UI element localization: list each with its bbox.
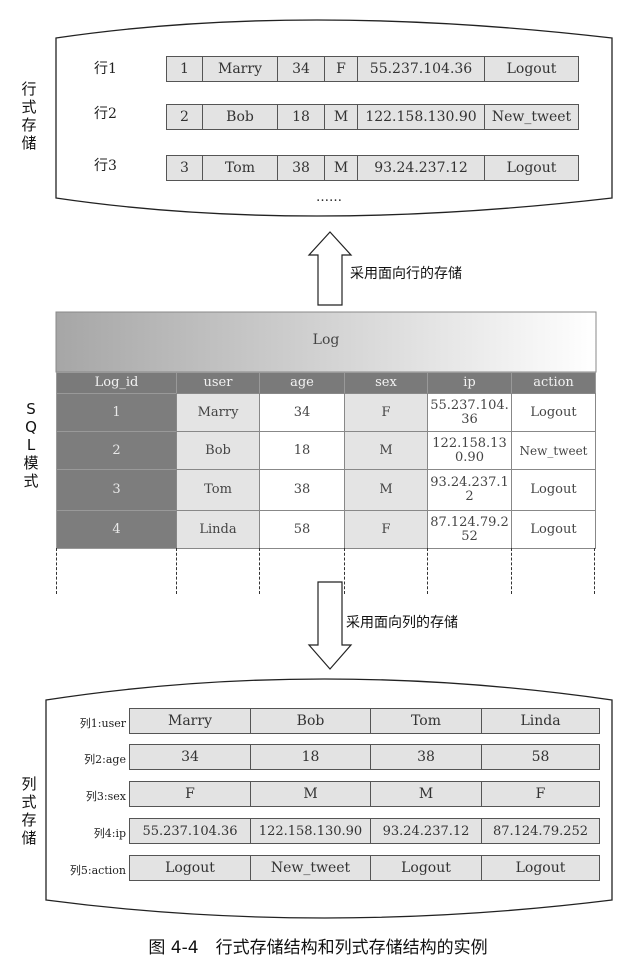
column-label: 列1:user: [79, 717, 126, 730]
arrow-down: [307, 581, 353, 670]
column-cell: Tom: [370, 708, 482, 734]
column-continuation: [56, 548, 57, 594]
table-cell-id: 4: [56, 510, 177, 549]
row-cell: Marry: [202, 56, 278, 82]
row-label: 行1: [94, 61, 117, 77]
table-header: user: [176, 372, 260, 394]
table-cell: F: [344, 393, 428, 432]
column-oriented-label: 采用面向列的存储: [346, 615, 458, 631]
table-header: Log_id: [56, 372, 177, 394]
table-cell-id: 1: [56, 393, 177, 432]
row-label: 行2: [94, 106, 117, 122]
table-cell: 18: [259, 431, 345, 470]
column-cell: F: [481, 781, 600, 807]
table-cell: 122.158.130.90: [427, 431, 512, 470]
row-cell: 38: [277, 155, 325, 181]
column-cell: New_tweet: [250, 855, 371, 881]
table-title-bg: [55, 311, 597, 373]
column-cell: 34: [129, 744, 251, 770]
row-label: 行3: [94, 158, 117, 174]
column-cell: Logout: [129, 855, 251, 881]
row-cell: New_tweet: [484, 104, 579, 130]
table-cell: 93.24.237.12: [427, 469, 512, 511]
table-cell: Logout: [511, 510, 596, 549]
row-cell: 3: [166, 155, 203, 181]
table-cell: 87.124.79.252: [427, 510, 512, 549]
column-continuation: [594, 548, 595, 594]
row-cell: 93.24.237.12: [357, 155, 485, 181]
row-cell: 2: [166, 104, 203, 130]
row-cell: Logout: [484, 56, 579, 82]
table-header: age: [259, 372, 345, 394]
column-cell: M: [370, 781, 482, 807]
column-continuation: [176, 548, 177, 594]
column-cell: Logout: [481, 855, 600, 881]
column-label: 列2:age: [84, 753, 126, 766]
column-cell: 93.24.237.12: [370, 818, 482, 844]
table-cell: M: [344, 469, 428, 511]
row-oriented-label: 采用面向行的存储: [350, 266, 462, 282]
column-continuation: [511, 548, 512, 594]
column-cell: Linda: [481, 708, 600, 734]
column-continuation: [427, 548, 428, 594]
column-continuation: [344, 548, 345, 594]
table-cell-id: 2: [56, 431, 177, 470]
sql-mode-label: SQL模式: [23, 400, 39, 490]
table-cell: Tom: [176, 469, 260, 511]
table-cell-id: 3: [56, 469, 177, 511]
table-cell: Linda: [176, 510, 260, 549]
table-cell: New_tweet: [511, 431, 596, 470]
table-cell: F: [344, 510, 428, 549]
row-cell: M: [324, 155, 358, 181]
table-cell: M: [344, 431, 428, 470]
column-cell: Logout: [370, 855, 482, 881]
table-header: action: [511, 372, 596, 394]
table-cell: Logout: [511, 469, 596, 511]
column-cell: 55.237.104.36: [129, 818, 251, 844]
column-cell: 38: [370, 744, 482, 770]
column-cell: 87.124.79.252: [481, 818, 600, 844]
column-label: 列3:sex: [85, 790, 126, 803]
column-cell: Marry: [129, 708, 251, 734]
row-cell: 34: [277, 56, 325, 82]
column-cell: F: [129, 781, 251, 807]
table-cell: 34: [259, 393, 345, 432]
table-cell: Marry: [176, 393, 260, 432]
row-cell: 1: [166, 56, 203, 82]
column-label: 列4:ip: [93, 827, 126, 840]
row-cell: Bob: [202, 104, 278, 130]
table-cell: Bob: [176, 431, 260, 470]
row-ellipsis: ……: [316, 190, 342, 205]
col-store-label: 列式存储: [21, 775, 37, 847]
table-cell: 58: [259, 510, 345, 549]
column-cell: M: [250, 781, 371, 807]
row-cell: 18: [277, 104, 325, 130]
table-header: ip: [427, 372, 512, 394]
row-cell: 55.237.104.36: [357, 56, 485, 82]
column-cell: 122.158.130.90: [250, 818, 371, 844]
table-cell: 38: [259, 469, 345, 511]
column-cell: 58: [481, 744, 600, 770]
table-cell: 55.237.104.36: [427, 393, 512, 432]
table-cell: Logout: [511, 393, 596, 432]
row-cell: F: [324, 56, 358, 82]
table-title: Log: [312, 332, 340, 348]
table-header: sex: [344, 372, 428, 394]
arrow-up: [307, 231, 353, 306]
column-cell: 18: [250, 744, 371, 770]
column-continuation: [259, 548, 260, 594]
figure-caption: 图 4-4 行式存储结构和列式存储结构的实例: [148, 938, 488, 958]
row-cell: Tom: [202, 155, 278, 181]
column-cell: Bob: [250, 708, 371, 734]
row-store-label: 行式存储: [21, 80, 37, 152]
row-cell: M: [324, 104, 358, 130]
row-cell: 122.158.130.90: [357, 104, 485, 130]
column-label: 列5:action: [69, 864, 126, 877]
row-cell: Logout: [484, 155, 579, 181]
